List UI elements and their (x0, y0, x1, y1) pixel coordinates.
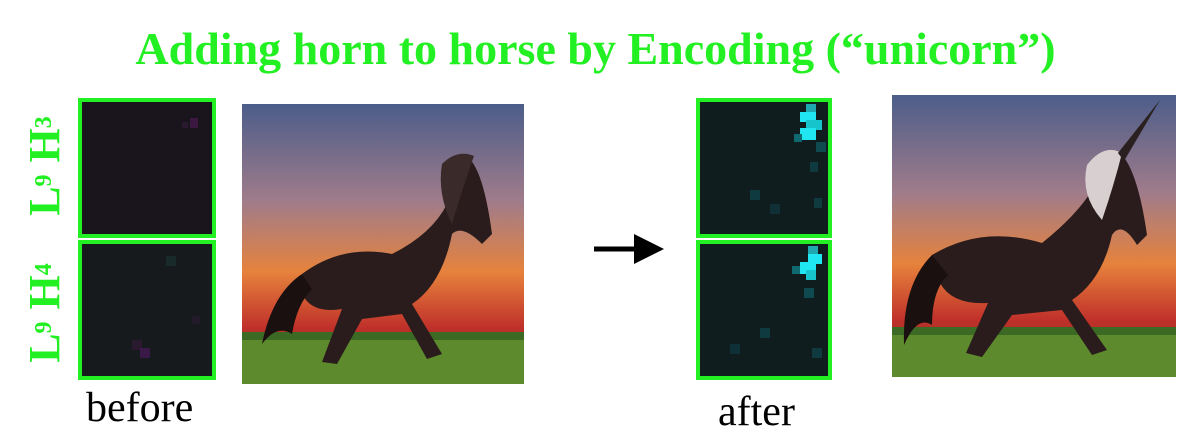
horse-image (242, 104, 524, 384)
label-H: H (19, 128, 69, 163)
label-head: 4 (30, 263, 57, 276)
caption-after: after (718, 389, 795, 435)
label-head: 3 (30, 116, 57, 129)
heatmap-after-bottom (696, 240, 832, 380)
unicorn-image (892, 95, 1176, 377)
label-L: L (19, 186, 69, 216)
label-layer: 9 (30, 174, 57, 187)
right-arrow-icon (594, 232, 664, 266)
heatmap-before-top (78, 98, 216, 238)
label-L: L (19, 333, 69, 363)
label-layer: 9 (30, 321, 57, 334)
figure-title: Adding horn to horse by Encoding (“unico… (135, 23, 1056, 74)
heatmap-before-bottom (78, 240, 216, 380)
label-H: H (19, 275, 69, 310)
caption-before: before (86, 385, 194, 431)
heatmap-after-top (696, 98, 832, 238)
